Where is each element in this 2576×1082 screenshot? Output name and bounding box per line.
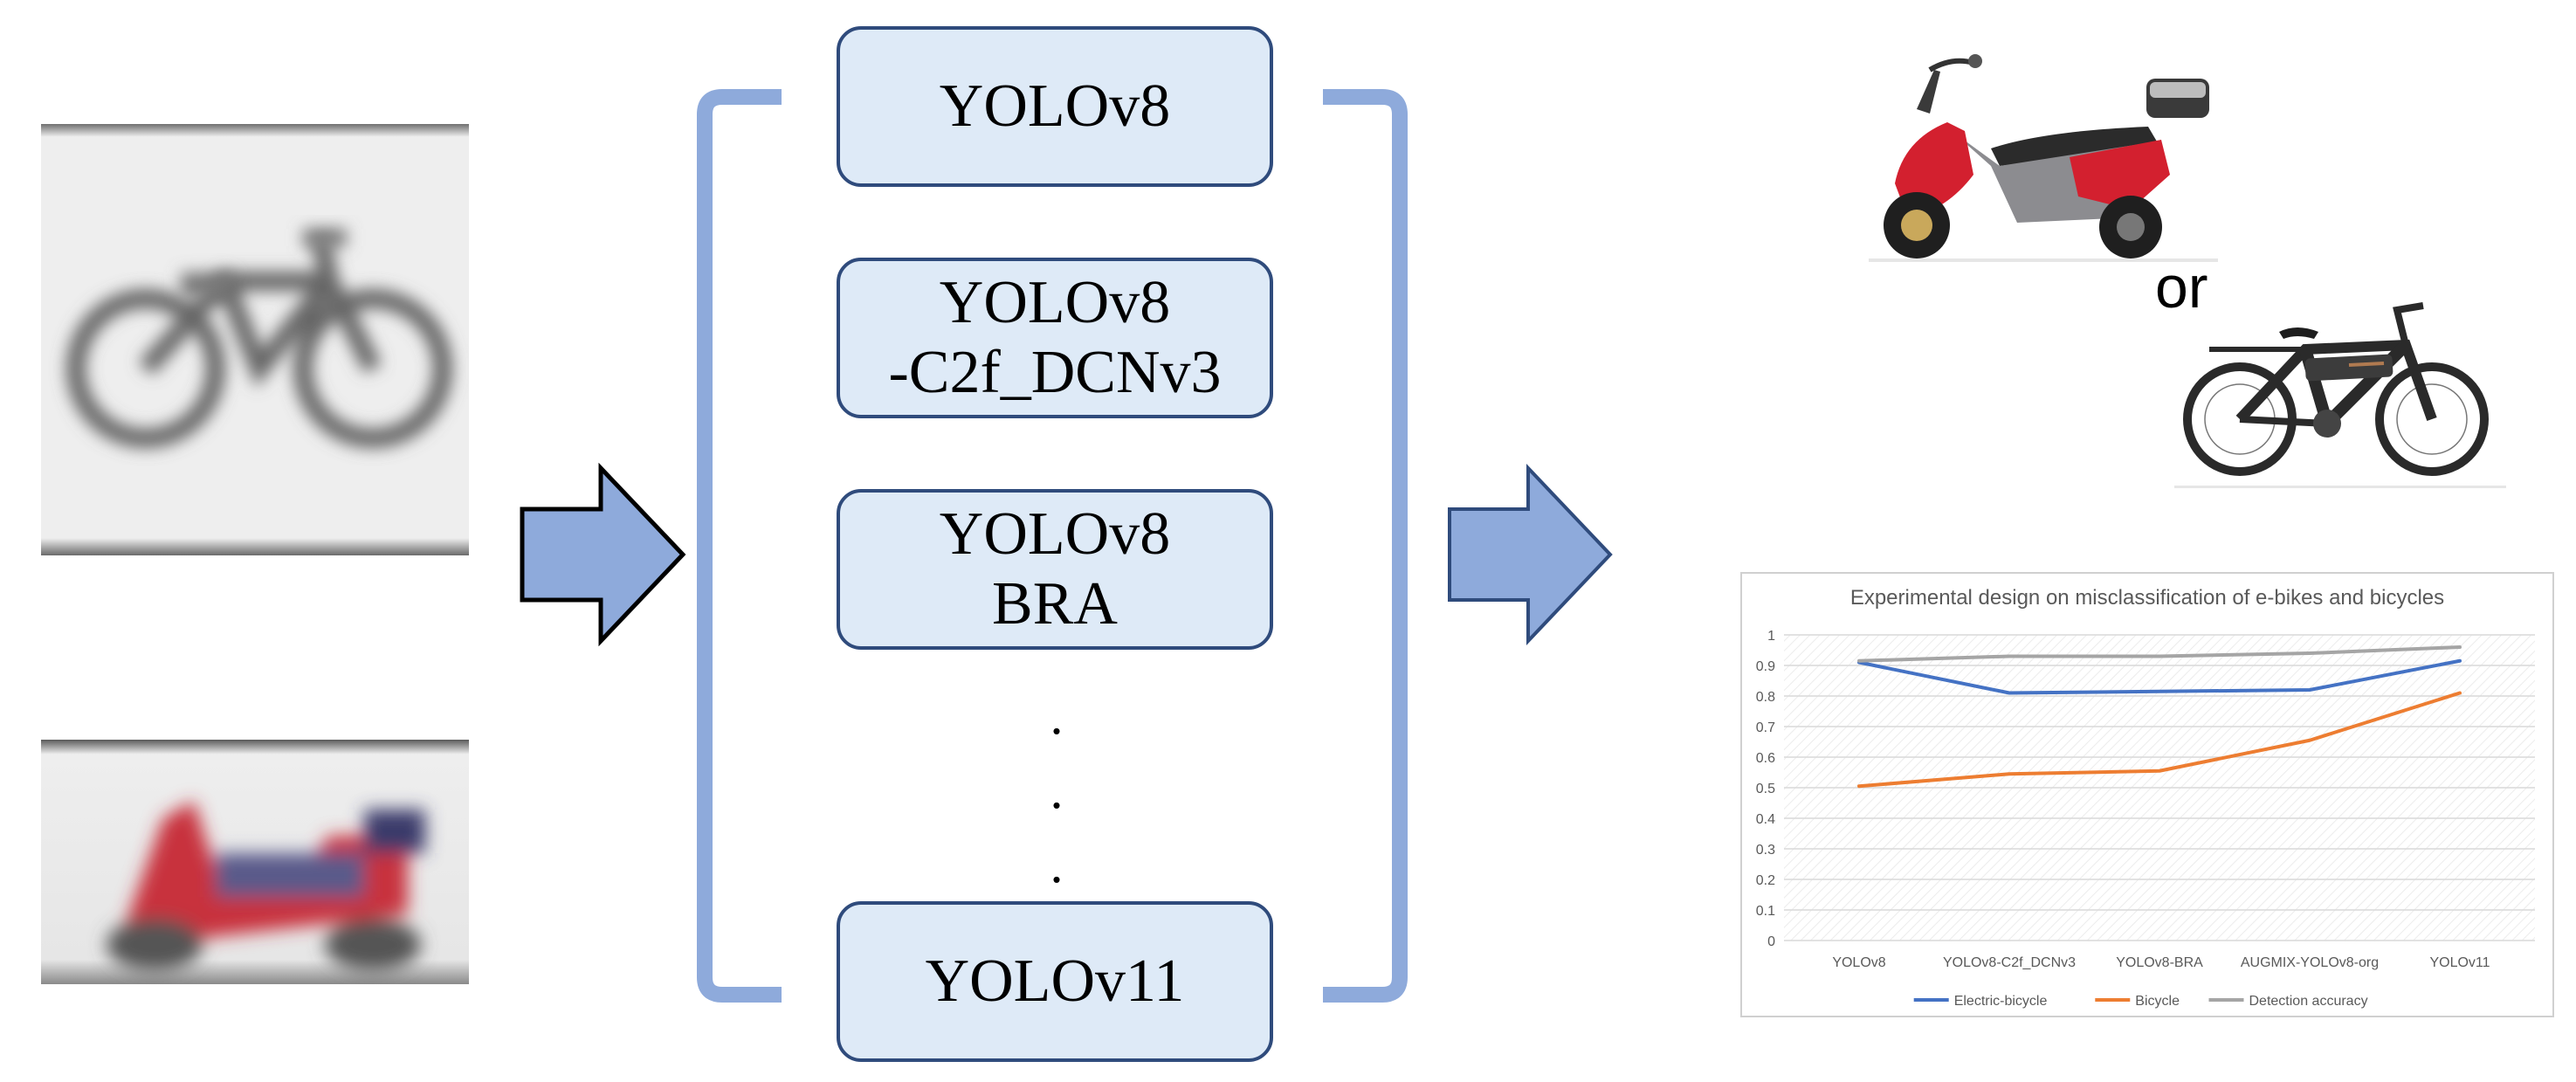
model-name: YOLOv11 [925,948,1185,1015]
x-tick-label: AUGMIX-YOLOv8-org [2241,955,2379,970]
left-bracket [697,89,782,1003]
y-tick-label: 0.9 [1756,659,1775,674]
x-tick-label: YOLOv8 [1832,955,1885,970]
y-tick-label: 0.1 [1756,904,1775,919]
legend-entry: Electric-bicycle [1954,994,2048,1009]
ebike-image [2174,302,2506,488]
y-tick-label: 0.8 [1756,690,1775,705]
ellipsis-dot: . [1050,836,1064,893]
legend-entry: Detection accuracy [2249,994,2368,1009]
right-arrow [1448,463,1613,646]
model-name: YOLOv8 [939,72,1171,140]
series-line [1857,691,2462,789]
y-tick-label: 0.7 [1756,720,1775,735]
y-tick-label: 0.6 [1756,751,1775,766]
legend-entry: Bicycle [2135,994,2180,1009]
x-tick-label: YOLOv11 [2429,955,2490,970]
blurred-ebike-image [41,124,469,555]
y-tick-label: 0 [1767,934,1775,949]
model-variant: -C2f_DCNv3 [888,339,1222,406]
y-tick-label: 0.4 [1756,812,1775,827]
series-line [1857,645,2462,663]
chart-title: Experimental design on misclassification… [1849,586,2445,610]
model-box-yolov11: YOLOv11 [837,901,1273,1062]
y-tick-label: 0.3 [1756,843,1775,858]
model-name: YOLOv8 [939,500,1171,568]
x-tick-label: YOLOv8-C2f_DCNv3 [1943,955,2076,970]
model-box-yolov8: YOLOv8 [837,26,1273,187]
model-variant: BRA [992,570,1118,637]
ellipsis-dot: . [1050,687,1064,745]
model-box-yolov8-c2f-dcnv3: YOLOv8 -C2f_DCNv3 [837,258,1273,418]
right-bracket [1323,89,1408,1003]
series-line [1857,658,2462,695]
model-name: YOLOv8 [939,269,1171,336]
ellipsis-dot: . [1050,762,1064,819]
right-arrow [520,463,686,646]
blurred-scooter-image [41,740,469,984]
y-tick-label: 0.5 [1756,782,1775,796]
red-scooter-image [1869,54,2218,262]
model-box-yolov8-bra: YOLOv8 BRA [837,489,1273,650]
or-label: or [2155,254,2208,320]
x-tick-label: YOLOv8-BRA [2116,955,2203,970]
y-tick-label: 0.2 [1756,873,1775,888]
chart-frame: Experimental design on misclassification… [1740,572,2554,1017]
y-tick-label: 1 [1767,629,1775,644]
